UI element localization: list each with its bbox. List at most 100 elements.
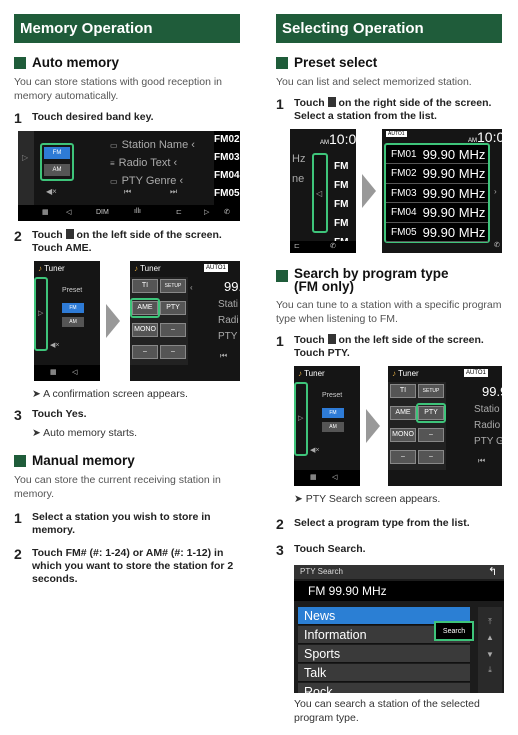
setup-button[interactable]: SETUP [418,384,444,398]
radio-text-label: Radi [218,315,239,326]
auto-memory-desc: You can store stations with good recepti… [14,76,222,102]
preset-frequency: 99.90 MHz [422,224,486,240]
preset-fm04[interactable]: FM04 [214,170,240,181]
ti-button[interactable]: TI [132,279,158,293]
phone-icon[interactable]: ✆ [330,243,336,250]
camera-icon[interactable]: ⊏ [294,243,300,250]
radio-text-label: Radio Text [118,157,171,169]
scroll-up-icon[interactable]: ▲ [486,633,494,642]
band-key-highlight [40,143,74,181]
preset-step-1: 1 Touch on the right side of the screen.… [276,96,492,122]
fm-band-button[interactable]: FM [322,408,344,418]
pty-genre-item[interactable]: Talk [298,664,470,682]
seek-back-icon[interactable]: ⏮ [478,456,486,465]
preset-list-item[interactable]: FM03 99.90 MHz [386,184,488,204]
search-program-desc: You can tune to a station with a specifi… [276,299,502,325]
ame-button[interactable]: AME [390,406,416,420]
seek-back-icon[interactable]: ⏮ [220,351,228,360]
pty-genre-item[interactable]: Rock [298,683,470,693]
tab-arrow-icon: ◁ [316,189,323,198]
pty-button[interactable]: PTY [418,406,444,420]
station-name-label: Statio [474,404,500,415]
blank-button-2[interactable]: – [390,450,416,464]
seek-forward-icon[interactable]: ⏭ [170,187,178,196]
preset-frequency: 99.90 MHz [422,185,486,201]
pty-genre-item-selected[interactable]: News [298,607,470,625]
preset-frequency: 99.90 MHz [422,205,486,221]
preset-screenshots: AM10:0 Hz ne ◁ FMFMFMFMFM ⊏ ✆ AUTO1 AM10… [276,129,502,253]
fm-band-button[interactable]: FM [62,303,84,313]
next-step-arrow [362,174,376,208]
ame-button[interactable]: AME [132,301,158,315]
preset-fm03[interactable]: FM03 [214,152,240,163]
tab-highlight [294,382,308,456]
manual-memory-desc: You can store the current receiving stat… [14,474,221,500]
scroll-down-icon[interactable]: ▼ [486,650,494,659]
back-icon[interactable]: ◁ [72,369,78,376]
fm-only-title: (FM only) [294,279,354,294]
preset-frequency: 99.90 MHz [422,146,486,162]
ti-button[interactable]: TI [390,384,416,398]
blank-button-2[interactable]: – [132,345,158,359]
blank-button-3[interactable]: – [160,345,186,359]
dim-button[interactable]: DIM [96,209,109,216]
preset-fm05[interactable]: FM05 [214,188,240,199]
section-square-icon [276,270,288,282]
pty-genre-item[interactable]: Information [298,626,470,644]
mono-button[interactable]: MONO [390,428,416,442]
mute-icon[interactable]: ◀× [46,187,57,196]
pty-button[interactable]: PTY [160,301,186,315]
scroll-bottom-icon[interactable]: ⤓ [488,665,492,674]
pty-genre-item[interactable]: Sports [298,645,470,663]
preset-list-item[interactable]: FM01 99.90 MHz [386,145,488,164]
home-grid-icon[interactable]: ▦ [50,369,57,376]
preset-screen-left: AM10:0 Hz ne ◁ FMFMFMFMFM ⊏ ✆ [290,129,356,253]
blank-button-3[interactable]: – [418,450,444,464]
blank-button[interactable]: – [418,428,444,442]
back-arrow-icon[interactable]: ↰ [488,566,498,578]
setup-button[interactable]: SETUP [160,279,186,293]
back-icon[interactable]: ◁ [332,474,338,481]
pty-label: PTY [327,347,347,359]
mono-button[interactable]: MONO [132,323,158,337]
preset-number: FM01 [391,148,417,160]
auto-step-3: 3 Touch Yes. [14,407,87,423]
station-name-label: Stati [218,299,239,310]
band-key-screenshot: ▷ FM AM ▭Station Name ‹ ≡Radio Text ‹ ▭P… [18,131,240,221]
back-icon[interactable]: ◁ [66,209,72,216]
memory-operation-banner: Memory Operation [14,14,240,43]
search-step-1: 1 Touch on the left side of the screen.T… [276,333,484,359]
seek-back-icon[interactable]: ⏮ [124,187,132,196]
am-band-button[interactable]: AM [62,317,84,327]
camera-icon[interactable]: ⊏ [176,209,182,216]
am-band-button[interactable]: AM [322,422,344,432]
phone-icon[interactable]: ✆ [494,242,500,249]
play-icon[interactable]: ▷ [204,209,210,216]
preset-number: FM03 [391,187,417,199]
blank-button[interactable]: – [160,323,186,337]
pty-search-title: PTY Search [300,567,343,576]
home-grid-icon[interactable]: ▦ [42,209,49,216]
ame-screenshots: ♪ Tuner ▷ Preset FM AM ◀× ▦ ◁ ♪ Tuner AU… [14,261,240,383]
mute-icon[interactable]: ◀× [310,447,320,454]
home-grid-icon[interactable]: ▦ [310,474,317,481]
phone-icon[interactable]: ✆ [224,209,230,216]
search-program-type-heading: Search by program type(FM only) [276,267,502,293]
preset-fm02[interactable]: FM02 [214,134,240,145]
preset-number: FM02 [391,168,417,180]
am-band-button[interactable]: AM [44,164,70,176]
pty-screenshots: ♪ Tuner ▷ Preset FM AM ◀× ▦ ◁ ♪ Tuner AU… [276,366,502,488]
tab-highlight [34,277,48,351]
ame-label: AME [65,242,89,254]
search-button[interactable]: Search [434,621,474,641]
scroll-top-icon[interactable]: ⤒ [488,617,492,626]
tuner-icon: ♪ [298,369,302,378]
preset-select-title: Preset select [294,55,378,70]
fm-band-button[interactable]: FM [44,147,70,159]
mute-icon[interactable]: ◀× [50,342,60,349]
equalizer-icon[interactable]: ıllı [134,208,141,215]
section-square-icon [276,56,288,69]
